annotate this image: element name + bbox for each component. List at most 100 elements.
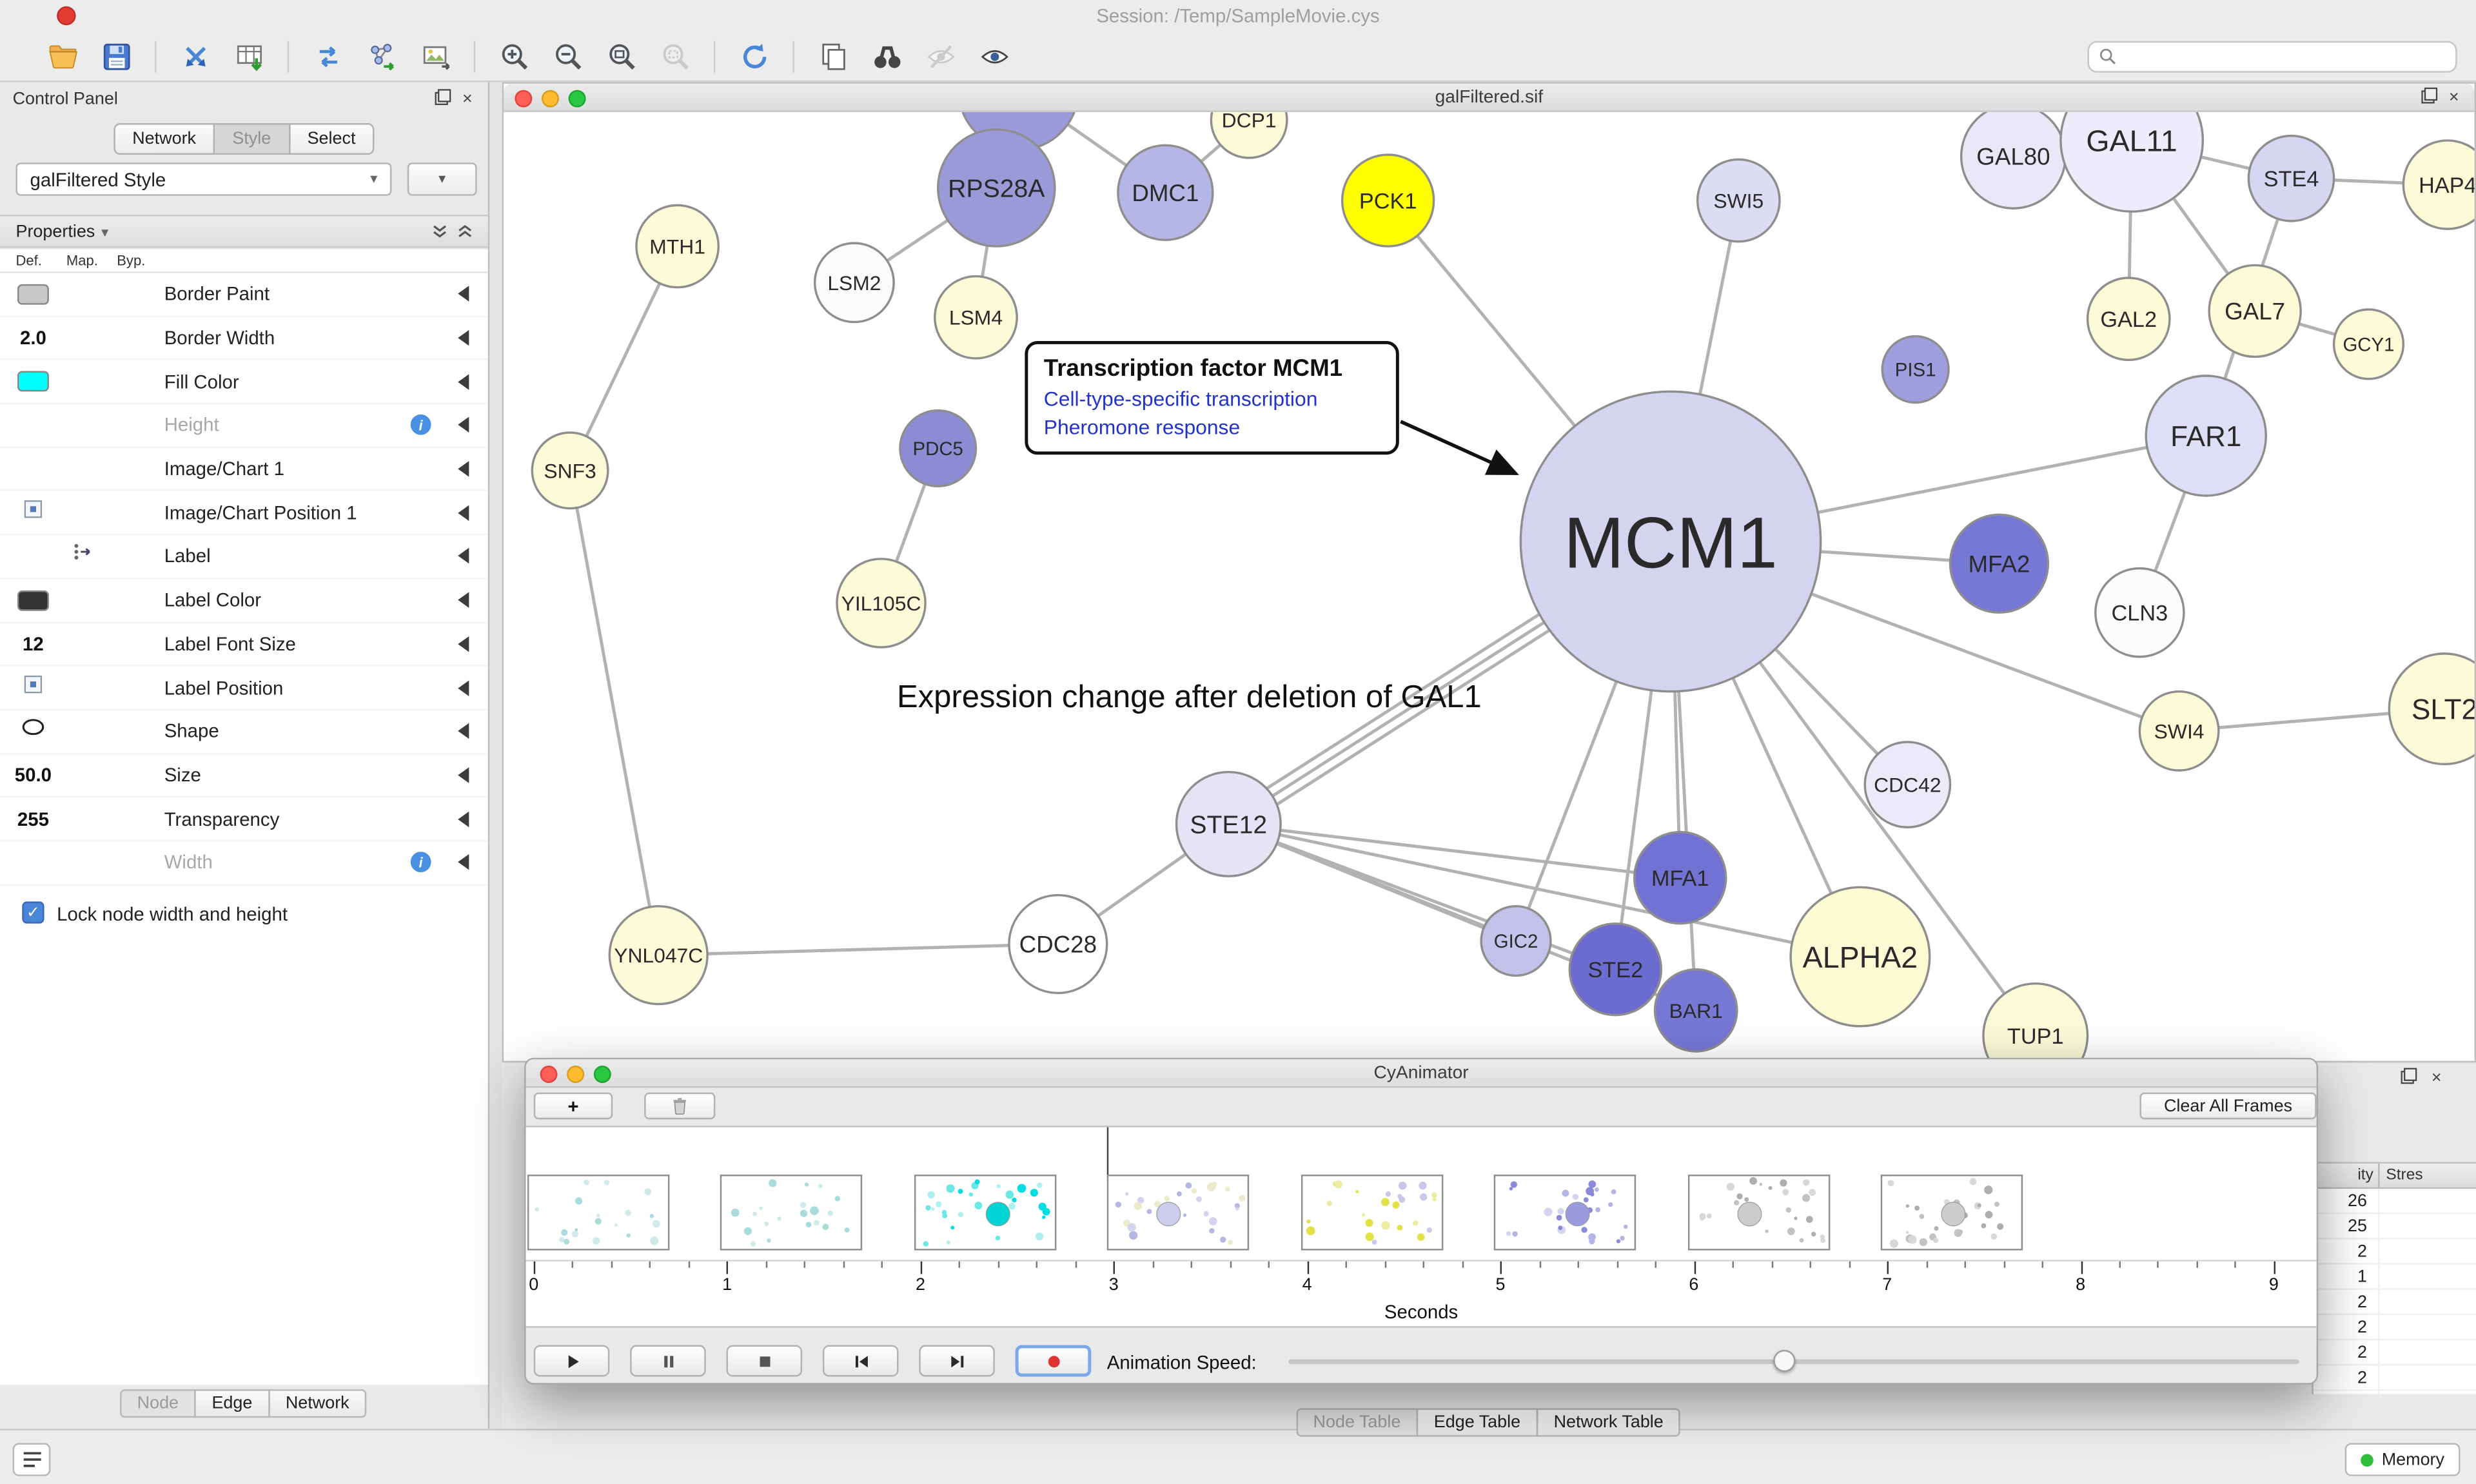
expand-arrow-icon[interactable]	[458, 548, 469, 565]
table-cell[interactable]: 2	[2357, 1242, 2368, 1261]
table-row[interactable]: 2	[2313, 1289, 2476, 1316]
task-history-button[interactable]	[12, 1443, 51, 1476]
edge-STE12-ALPHA2[interactable]	[1228, 822, 1861, 959]
table-row[interactable]: 2	[2313, 1365, 2476, 1391]
tab-select[interactable]: Select	[288, 123, 375, 155]
edge-YNL047C-CDC28[interactable]	[658, 942, 1058, 957]
info-icon[interactable]: i	[410, 415, 431, 436]
table-row[interactable]: 2	[2313, 1315, 2476, 1341]
hide-graphics-button[interactable]	[916, 35, 965, 78]
tab-style[interactable]: Style	[213, 123, 290, 155]
frame-thumbnail-6[interactable]	[1494, 1175, 1636, 1251]
node-STE2[interactable]	[1568, 922, 1663, 1017]
mapping-cell[interactable]	[60, 667, 107, 708]
node-PIS1[interactable]	[1881, 335, 1950, 404]
frame-thumbnail-1[interactable]	[527, 1175, 670, 1251]
mapping-cell[interactable]	[60, 448, 107, 490]
table-row[interactable]: 2	[2313, 1239, 2476, 1265]
app-close-button[interactable]	[57, 6, 76, 26]
close-window-button[interactable]	[515, 89, 533, 107]
default-value-cell[interactable]	[10, 448, 57, 490]
play-button[interactable]	[533, 1345, 610, 1377]
bypass-cell[interactable]	[110, 492, 157, 534]
search-field[interactable]	[2087, 41, 2457, 73]
default-value-cell[interactable]	[10, 273, 57, 315]
caption-text[interactable]: Expression change after deletion of GAL1	[897, 680, 1482, 716]
minimize-window-button[interactable]	[567, 1064, 585, 1082]
node-SLT2[interactable]	[2388, 652, 2475, 765]
expand-all-icon[interactable]	[453, 222, 475, 244]
expand-arrow-icon[interactable]	[458, 636, 469, 652]
tab-network[interactable]: Network	[113, 123, 215, 155]
node-CDC42[interactable]	[1863, 741, 1952, 828]
copy-view-button[interactable]	[809, 35, 858, 78]
node-HAP4[interactable]	[2402, 139, 2475, 230]
close-panel-icon[interactable]: ×	[462, 90, 473, 109]
previous-frame-button[interactable]	[822, 1345, 899, 1377]
mapping-cell[interactable]	[60, 579, 107, 621]
edge-SNF3-YNL047C[interactable]	[568, 470, 660, 956]
annotation-link[interactable]: Cell-type-specific transcription	[1043, 387, 1318, 411]
export-network-button[interactable]	[357, 35, 406, 78]
node-GAL7[interactable]	[2208, 264, 2302, 358]
table-cell[interactable]: 2	[2357, 1342, 2368, 1362]
style-options-button[interactable]: ▾	[407, 162, 477, 196]
default-value-cell[interactable]	[10, 667, 57, 708]
frame-thumbnail-2[interactable]	[720, 1175, 863, 1251]
node-CLN3[interactable]	[2094, 567, 2185, 658]
property-row-fill-color[interactable]: Fill Color	[0, 360, 488, 405]
bypass-cell[interactable]	[110, 754, 157, 796]
node-STE4[interactable]	[2247, 134, 2335, 222]
default-value-cell[interactable]	[10, 841, 57, 883]
node-GIC2[interactable]	[1480, 905, 1552, 977]
bypass-cell[interactable]	[110, 841, 157, 883]
table-cell[interactable]: 25	[2348, 1216, 2368, 1236]
default-value-cell[interactable]: 2.0	[10, 317, 57, 358]
node-DCP1[interactable]	[1210, 112, 1288, 159]
bypass-cell[interactable]	[110, 710, 157, 752]
table-cell[interactable]: 1	[2357, 1267, 2368, 1286]
property-row-shape[interactable]: Shape	[0, 710, 488, 754]
expand-arrow-icon[interactable]	[458, 810, 469, 827]
close-panel-icon[interactable]: ×	[2448, 88, 2459, 108]
clear-all-frames-button[interactable]: Clear All Frames	[2139, 1092, 2317, 1120]
default-value-cell[interactable]	[10, 360, 57, 402]
node-ALPHA2[interactable]	[1789, 886, 1931, 1028]
import-network-button[interactable]	[170, 35, 219, 78]
zoom-window-button[interactable]	[568, 89, 586, 107]
bypass-cell[interactable]	[110, 448, 157, 490]
pause-button[interactable]	[630, 1345, 706, 1377]
node-PCK1[interactable]	[1341, 153, 1435, 248]
memory-button[interactable]: Memory	[2345, 1443, 2461, 1476]
network-canvas[interactable]: RPS28BDCP1RPS28ADMC1PCK1SWI5GAL80GAL11ST…	[504, 112, 2475, 1063]
node-CDC28[interactable]	[1008, 893, 1108, 995]
expand-arrow-icon[interactable]	[458, 679, 469, 696]
default-value-cell[interactable]	[10, 536, 57, 578]
bypass-cell[interactable]	[110, 623, 157, 665]
record-button[interactable]	[1015, 1345, 1092, 1377]
node-STE12[interactable]	[1175, 770, 1282, 877]
lock-checkbox[interactable]: ✓	[22, 901, 44, 923]
frame-thumbnail-4[interactable]	[1107, 1175, 1250, 1251]
export-image-button[interactable]	[411, 35, 460, 78]
mapping-cell[interactable]	[60, 710, 107, 752]
expand-arrow-icon[interactable]	[458, 766, 469, 783]
expand-arrow-icon[interactable]	[458, 329, 469, 346]
network-swap-button[interactable]	[303, 35, 352, 78]
search-input[interactable]	[2123, 46, 2446, 68]
default-value-cell[interactable]	[10, 404, 57, 446]
default-value-cell[interactable]	[10, 710, 57, 752]
table-row[interactable]: 2	[2313, 1340, 2476, 1366]
expand-arrow-icon[interactable]	[458, 286, 469, 302]
zoom-out-button[interactable]	[543, 35, 592, 78]
table-row[interactable]: 26	[2313, 1189, 2476, 1215]
node-MTH1[interactable]	[635, 204, 720, 289]
node-TUP1[interactable]	[1982, 982, 2089, 1063]
expand-arrow-icon[interactable]	[458, 854, 469, 871]
property-row-image-chart-position-1[interactable]: Image/Chart Position 1	[0, 492, 488, 536]
default-value-cell[interactable]	[10, 579, 57, 621]
import-table-button[interactable]	[224, 35, 273, 78]
